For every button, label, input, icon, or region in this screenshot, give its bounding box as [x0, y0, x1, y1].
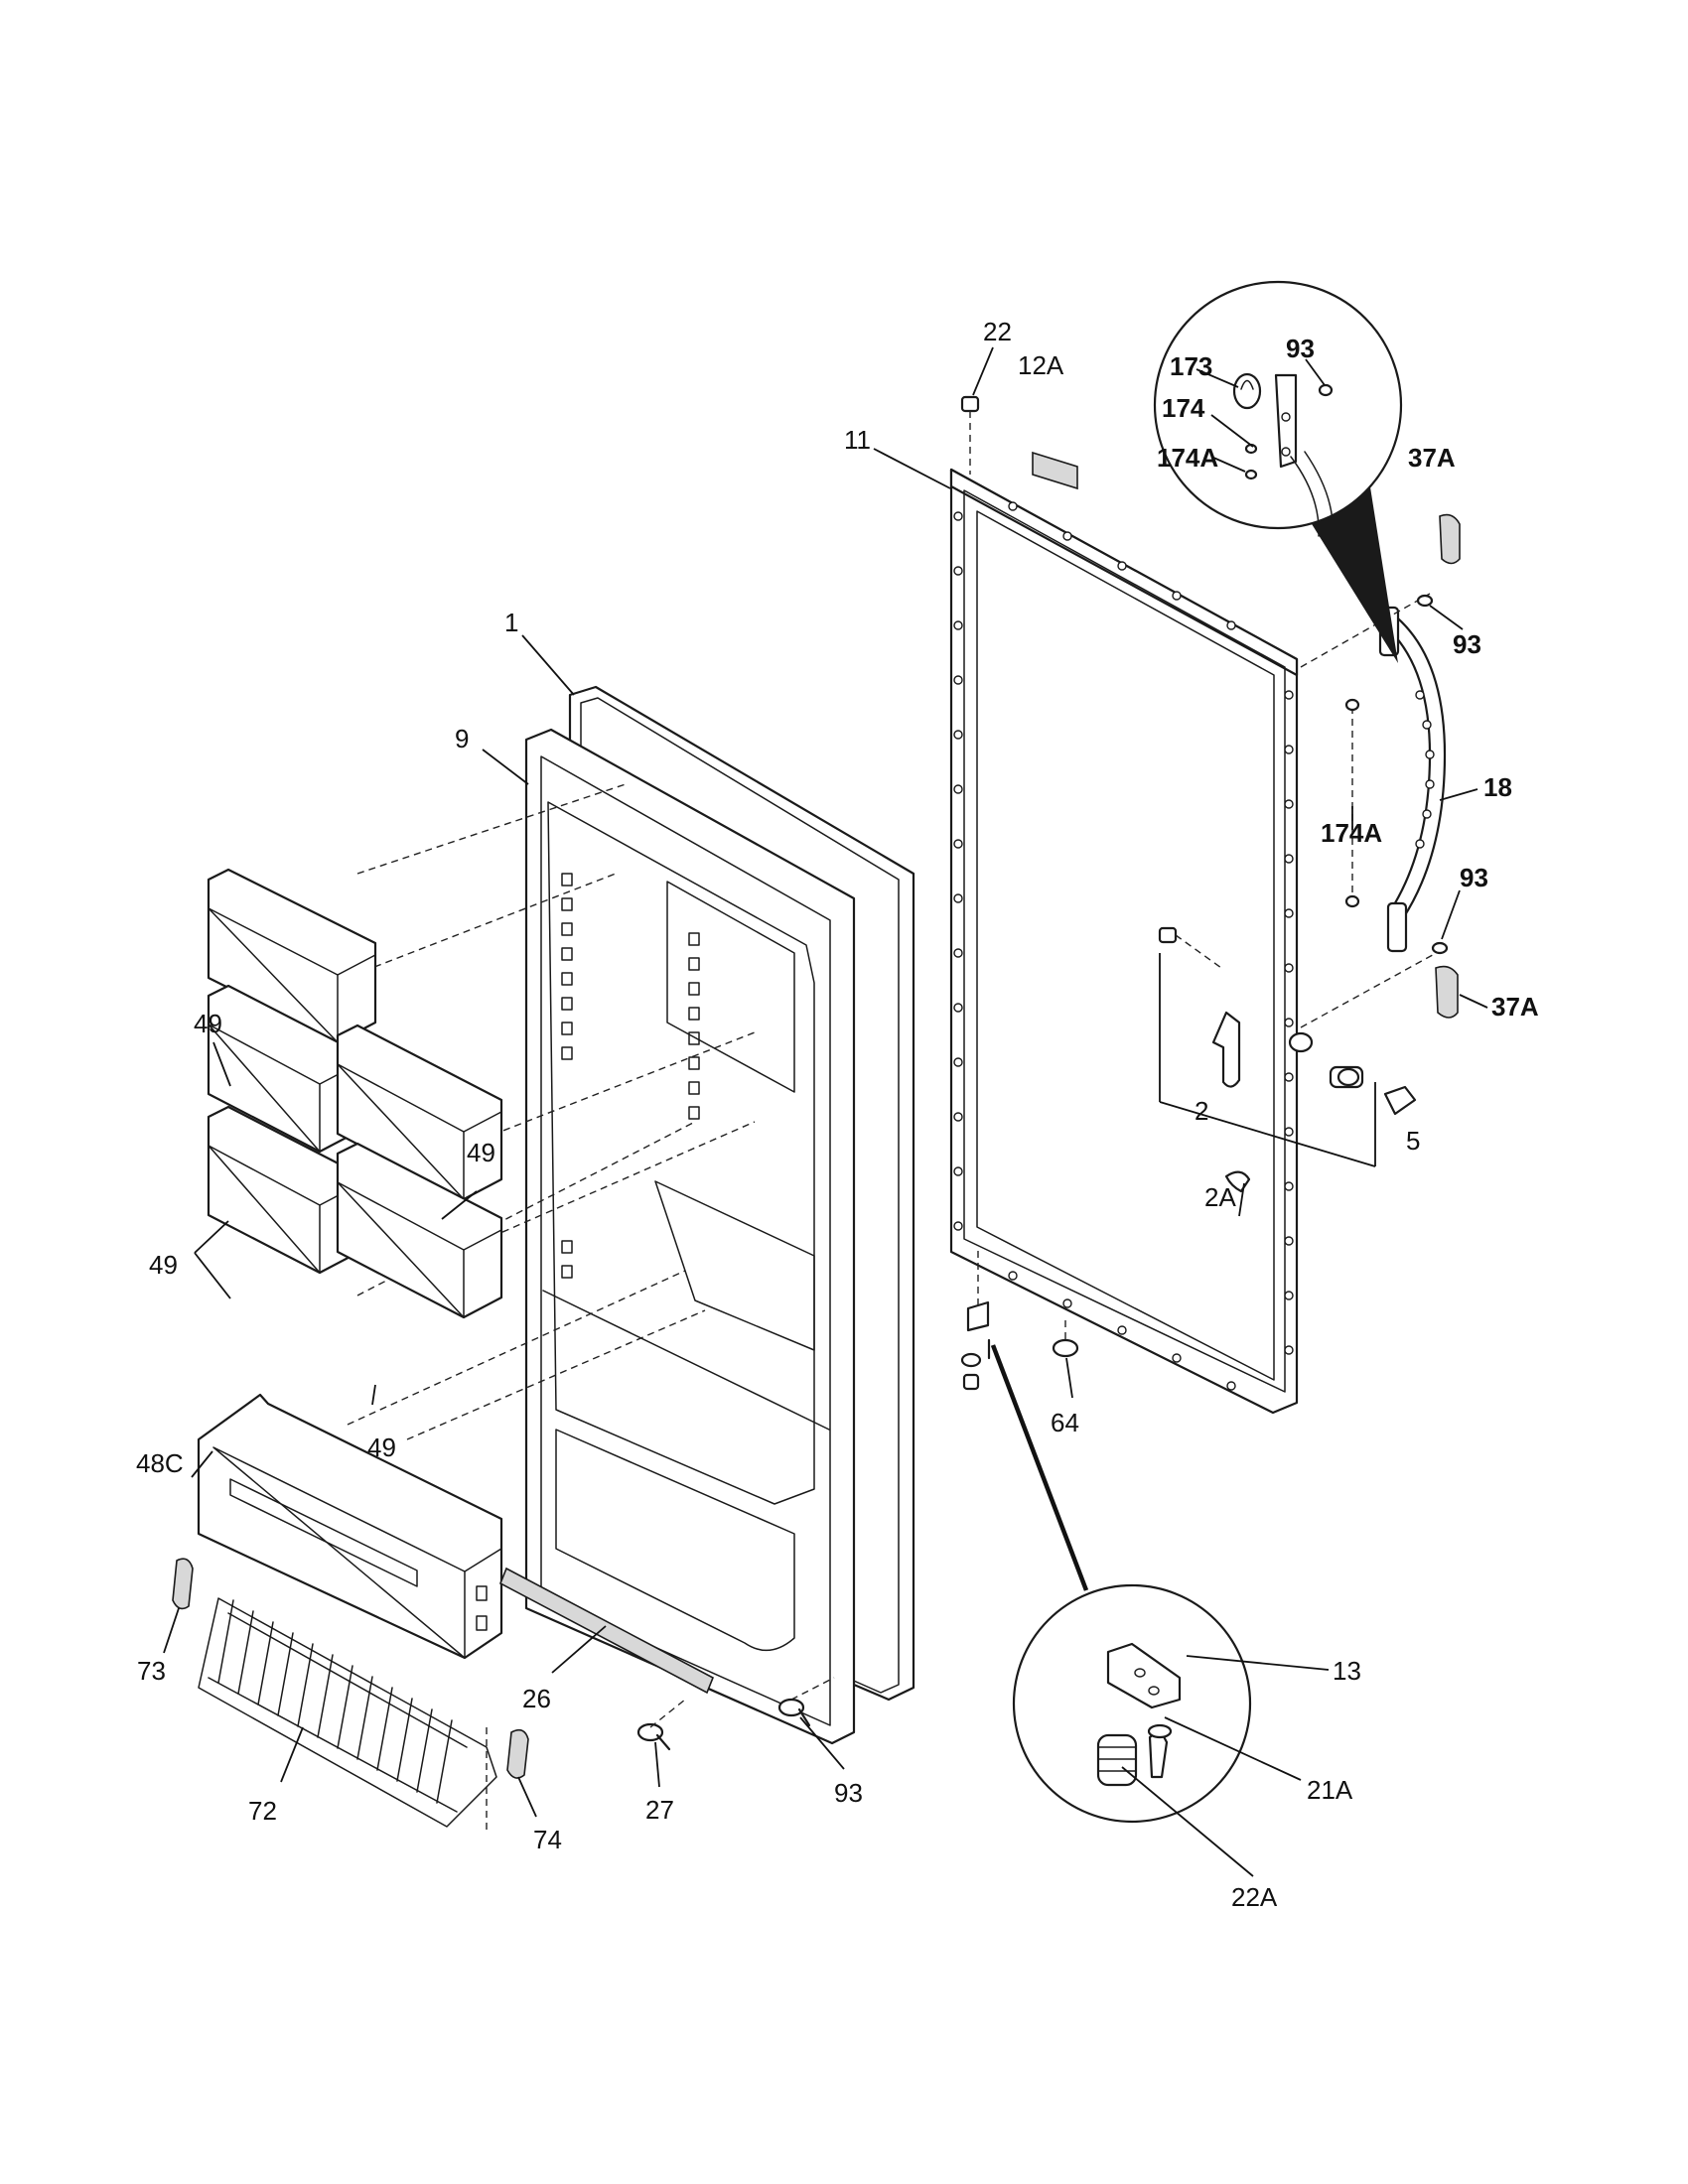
bottom-trim-strip	[498, 1567, 715, 1695]
handle-end-cap-top	[1439, 513, 1461, 565]
callout-93-top: 93	[1286, 334, 1315, 363]
callout-48C: 48C	[136, 1448, 184, 1478]
latch-striker	[1211, 1011, 1241, 1088]
screw-27	[636, 1722, 671, 1751]
callout-93-right1: 93	[1453, 629, 1481, 659]
rack-end-cap-left	[172, 1558, 194, 1610]
door-handle	[1378, 606, 1447, 953]
callout-11: 11	[844, 425, 871, 455]
callout-64: 64	[1051, 1408, 1079, 1437]
callout-174A-top: 174A	[1157, 443, 1218, 473]
callout-37A-mid: 37A	[1491, 992, 1539, 1022]
callout-93-bottom: 93	[834, 1778, 863, 1808]
callout-49-a: 49	[194, 1009, 222, 1038]
callout-49-d: 49	[367, 1433, 396, 1462]
callout-1: 1	[504, 608, 518, 637]
dairy-bin	[197, 1393, 503, 1660]
callout-18: 18	[1483, 772, 1512, 802]
door-bin-lower-right	[336, 1142, 503, 1319]
callout-37A-top: 37A	[1408, 443, 1456, 473]
callout-74: 74	[533, 1825, 562, 1854]
callout-73: 73	[137, 1656, 166, 1686]
callout-174A-mid: 174A	[1321, 818, 1382, 848]
callout-5: 5	[1406, 1126, 1420, 1156]
callout-2A: 2A	[1204, 1182, 1236, 1212]
callout-174: 174	[1162, 393, 1205, 423]
callout-72: 72	[248, 1796, 277, 1826]
lock-cylinder	[1288, 1031, 1364, 1089]
outer-door-panel	[949, 468, 1299, 1415]
callout-93-right2: 93	[1460, 863, 1488, 892]
handle-rivet-top	[1344, 698, 1360, 712]
rack-end-cap-right	[506, 1728, 529, 1779]
door-bin-mid-right	[336, 1024, 503, 1201]
callout-22: 22	[983, 317, 1012, 346]
handle-screw-top	[1416, 594, 1434, 608]
callout-49-b: 49	[467, 1138, 495, 1167]
callout-22A: 22A	[1231, 1882, 1278, 1912]
callout-49-c: 49	[149, 1250, 178, 1280]
lock-key	[1383, 1085, 1417, 1116]
hinge-detail-callout	[1012, 1583, 1252, 1824]
top-plug	[960, 395, 980, 475]
callout-21A: 21A	[1307, 1775, 1353, 1805]
callout-2: 2	[1195, 1096, 1208, 1126]
panel-screw-holes	[953, 501, 1294, 1391]
drain-plug	[1052, 1338, 1079, 1358]
label-plate	[1032, 451, 1078, 490]
handle-screw-bottom	[1431, 941, 1449, 955]
callout-26: 26	[522, 1684, 551, 1713]
callout-9: 9	[455, 724, 469, 753]
handle-end-cap-mid	[1435, 965, 1459, 1019]
inner-door-liner	[524, 728, 856, 1745]
callout-13: 13	[1333, 1656, 1361, 1686]
callout-12A: 12A	[1018, 350, 1064, 380]
latch-bolt	[1158, 926, 1222, 969]
door-bin-upper-left	[207, 868, 377, 1044]
bottom-hinge-bracket	[960, 1251, 991, 1391]
callout-173: 173	[1170, 351, 1212, 381]
wire-rack	[198, 1597, 497, 1828]
handle-rivet-bottom	[1344, 894, 1360, 908]
liner-shelf-slots	[561, 873, 700, 1279]
callout-27: 27	[645, 1795, 674, 1825]
handle-detail-callout	[1153, 280, 1403, 663]
